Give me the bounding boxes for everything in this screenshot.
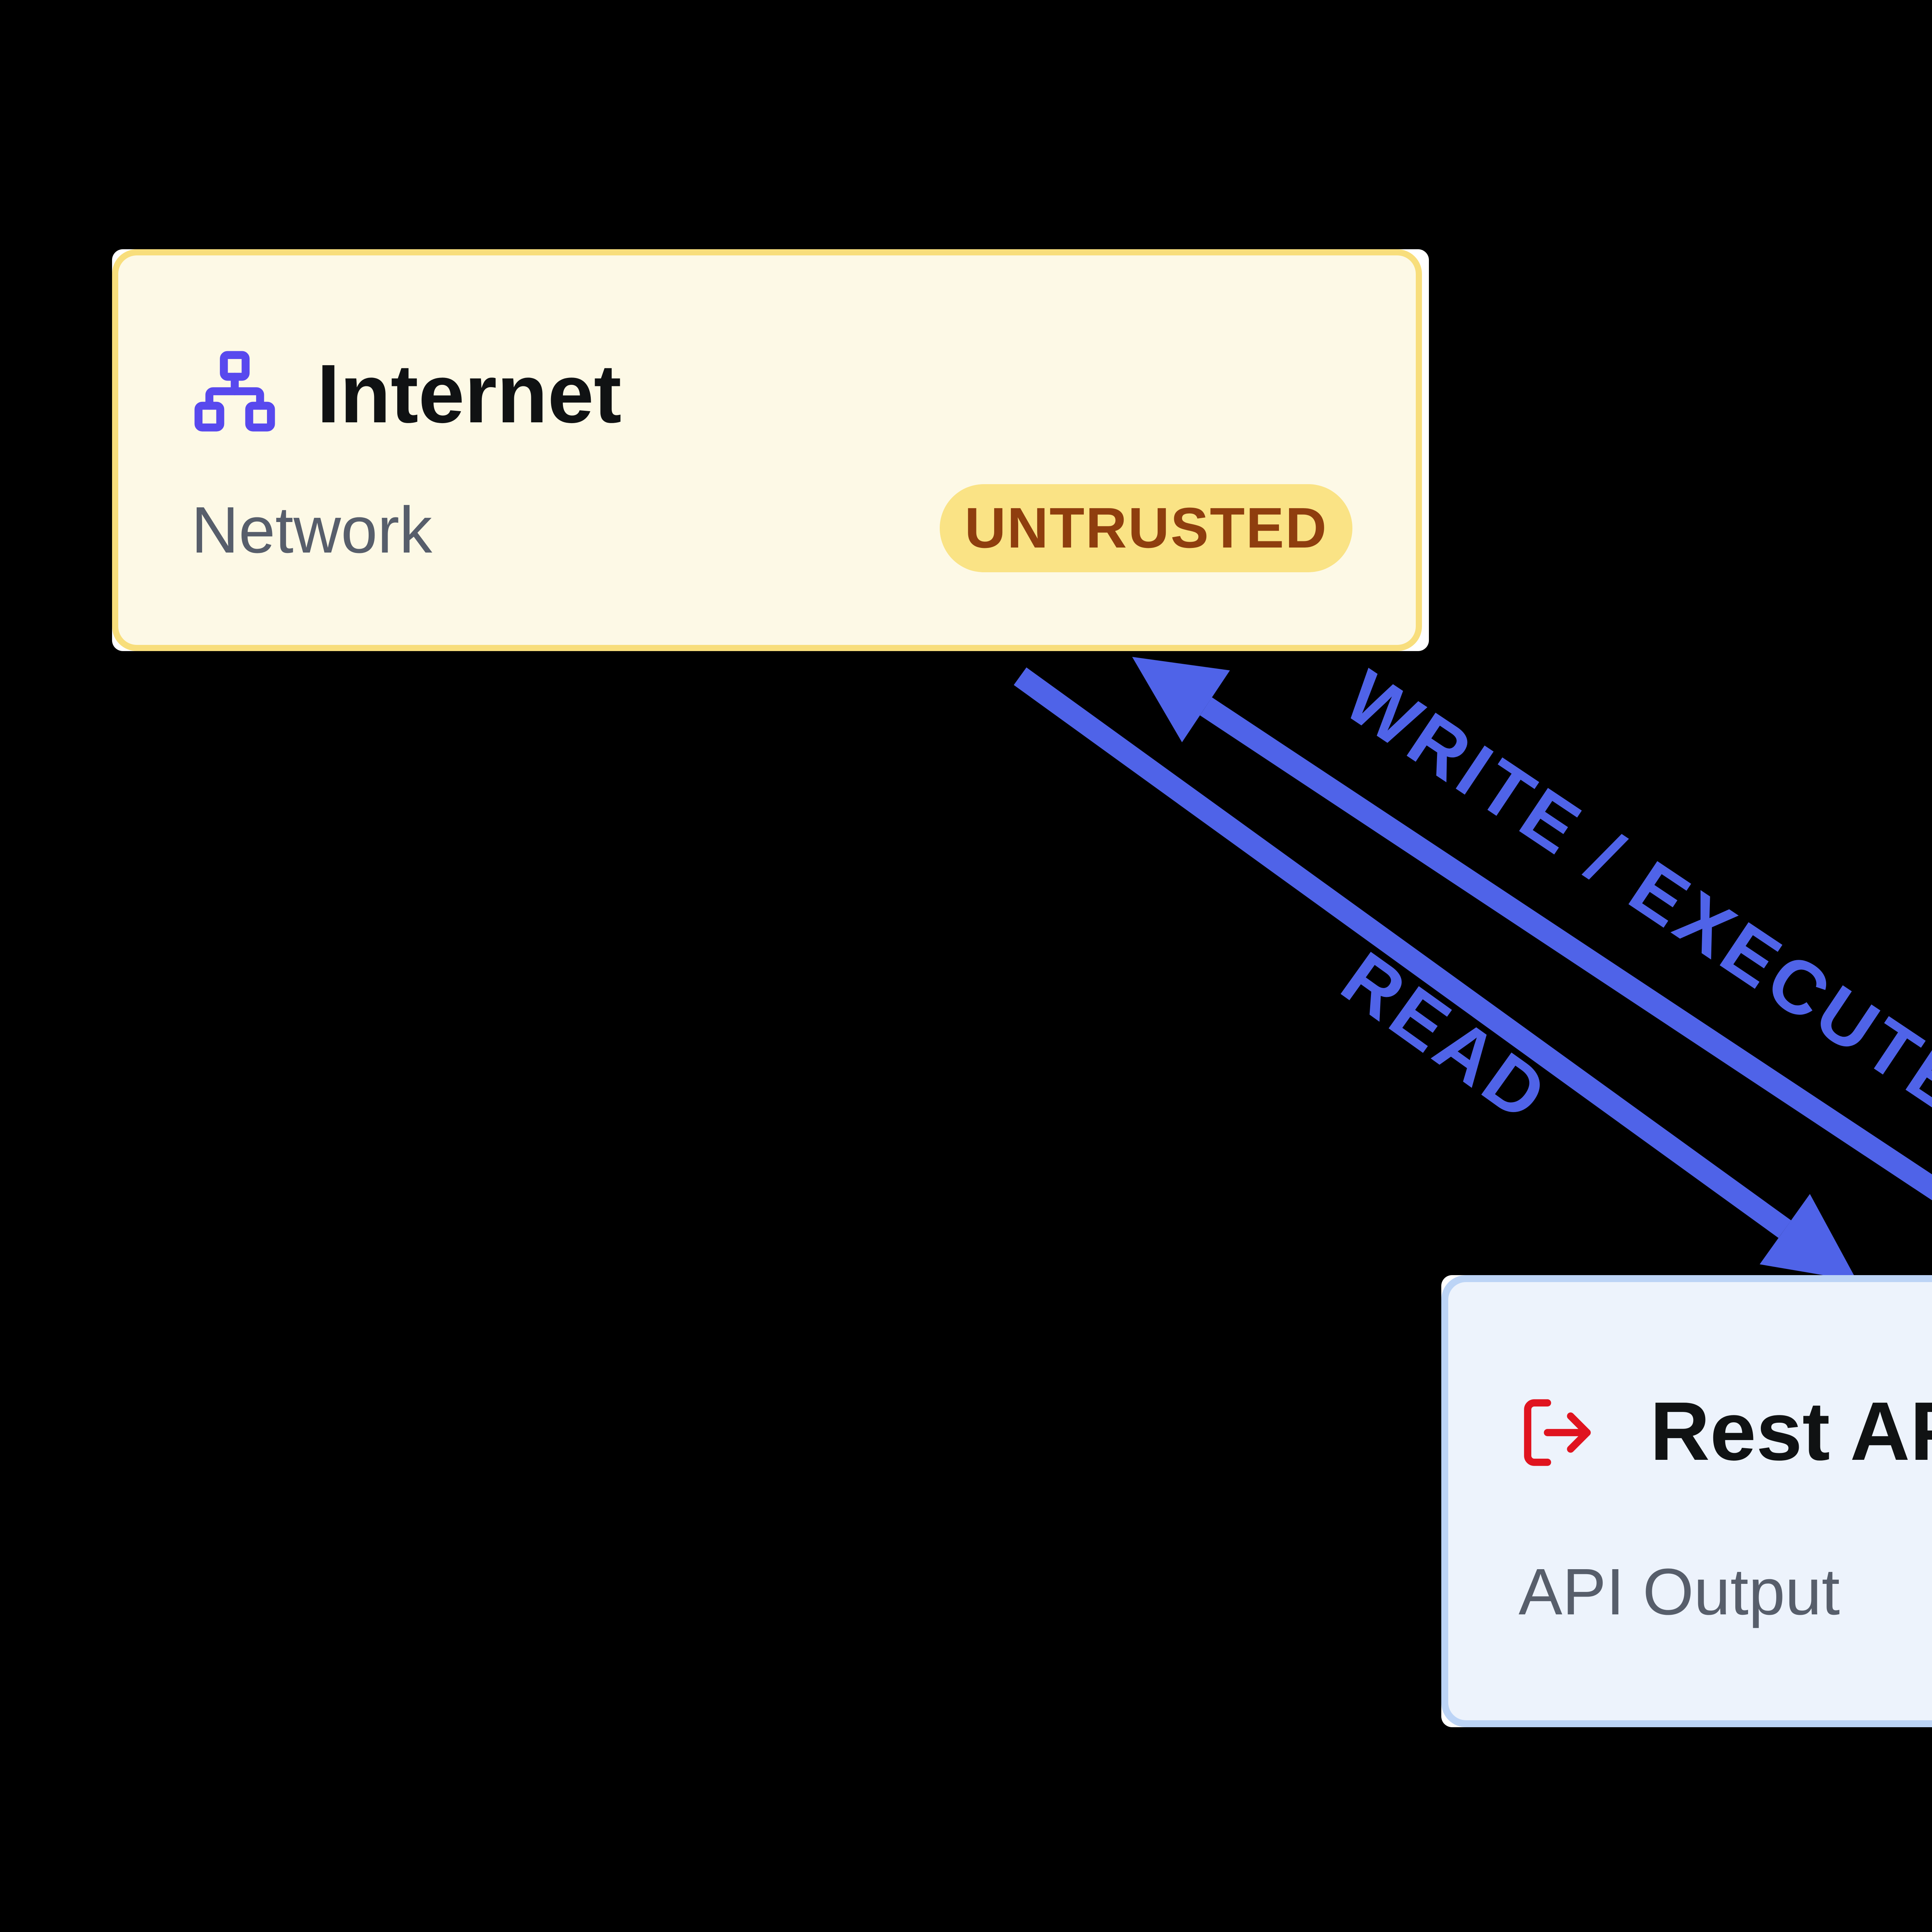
arrowhead-to-internet-icon: [1132, 657, 1230, 742]
node-rest-api-output-subtitle: API Output: [1519, 1555, 1840, 1629]
node-rest-api-output[interactable]: Rest API Output API Output: [1441, 1275, 1932, 1727]
log-out-icon: [1524, 1399, 1591, 1466]
untrusted-badge: UNTRUSTED: [940, 484, 1352, 572]
node-internet-title: Internet: [317, 347, 622, 440]
edge-write-execute[interactable]: WRITE / EXECUTE: [1132, 654, 1932, 1250]
network-icon: [194, 351, 275, 432]
node-internet[interactable]: Internet Network UNTRUSTED: [112, 249, 1422, 651]
node-rest-api-output-title: Rest API Output: [1650, 1384, 1932, 1478]
arrowhead-to-api-icon: [1760, 1194, 1857, 1281]
node-internet-subtitle: Network: [191, 493, 432, 567]
edge-write-execute-line[interactable]: [1200, 697, 1932, 1250]
edge-read-line[interactable]: [1014, 667, 1791, 1238]
